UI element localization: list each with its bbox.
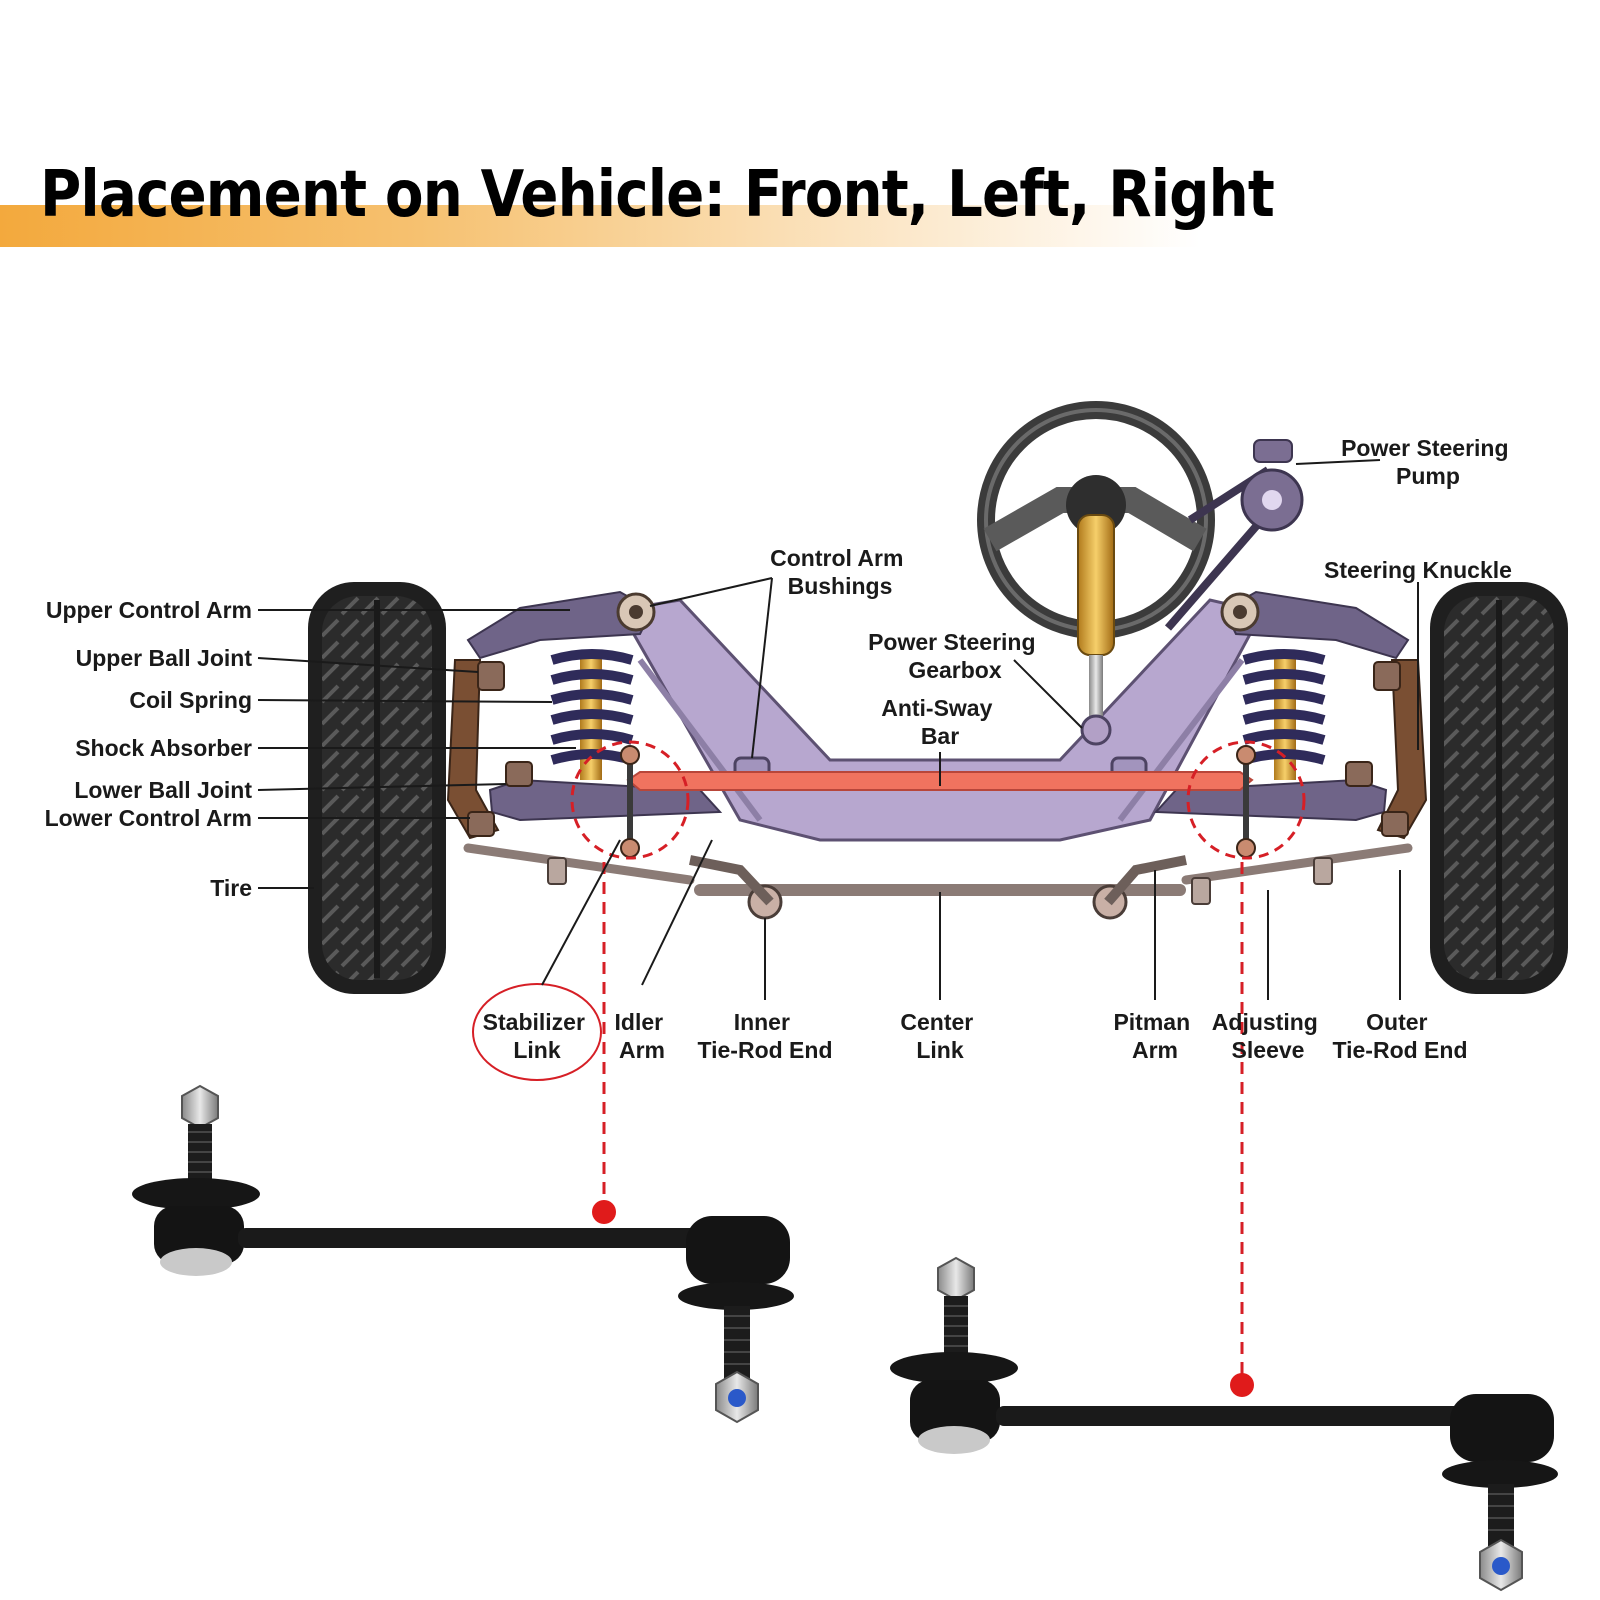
- stabilizer-link-left-on-car: [620, 745, 640, 858]
- connector-left-dot: [592, 1200, 616, 1224]
- label-upper-ball-joint: Upper Ball Joint: [76, 645, 253, 671]
- right-tire: [1430, 582, 1568, 994]
- highlight-left-link: [570, 740, 690, 860]
- label-steering-knuckle: Steering Knuckle: [1324, 557, 1512, 583]
- steering-linkage: [463, 843, 1413, 920]
- product-stabilizer-link-left: [132, 1084, 794, 1424]
- part-labels: Upper Control Arm Upper Ball Joint Coil …: [45, 435, 1515, 1063]
- label-stabilizer-link: Stabilizer Link: [483, 1009, 592, 1063]
- label-outer-tie-rod-end: Outer Tie-Rod End: [1332, 1009, 1467, 1063]
- connector-right-dot: [1230, 1373, 1254, 1397]
- label-upper-control-arm: Upper Control Arm: [46, 597, 252, 623]
- label-shock-absorber: Shock Absorber: [75, 735, 252, 761]
- label-control-arm-bushings: Control Arm Bushings: [770, 545, 910, 599]
- label-lower-control-arm: Lower Control Arm: [45, 805, 252, 831]
- title-highlight-band: [0, 205, 1200, 247]
- ball-joints: [467, 661, 1409, 837]
- label-pitman-arm: Pitman Arm: [1113, 1009, 1196, 1063]
- left-coil-spring: [550, 649, 634, 780]
- label-power-steering-pump: Power Steering Pump: [1341, 435, 1515, 489]
- power-steering-pump: [1164, 439, 1304, 631]
- frame-brace-left: [637, 658, 763, 822]
- label-adjusting-sleeve: Adjusting Sleeve: [1212, 1009, 1324, 1063]
- label-idler-arm: Idler Arm: [615, 1009, 670, 1063]
- leader-lines: [257, 459, 1419, 1000]
- product-stabilizer-link-right: [890, 1256, 1558, 1592]
- stabilizer-link-label-circle: [472, 983, 602, 1081]
- highlight-right-link: [1186, 740, 1306, 860]
- label-coil-spring: Coil Spring: [129, 687, 252, 713]
- label-inner-tie-rod-end: Inner Tie-Rod End: [697, 1009, 832, 1063]
- label-center-link: Center Link: [900, 1009, 979, 1063]
- stabilizer-link-right-on-car: [1236, 745, 1256, 858]
- right-coil-spring: [1242, 649, 1326, 780]
- steering-column: [1077, 514, 1115, 746]
- label-lower-ball-joint: Lower Ball Joint: [74, 777, 252, 803]
- frame-brace-right: [1117, 658, 1245, 822]
- label-tire: Tire: [210, 875, 252, 901]
- label-anti-sway-bar: Anti-Sway Bar: [881, 695, 999, 749]
- label-power-steering-gearbox: Power Steering Gearbox: [868, 629, 1042, 683]
- page-title: Placement on Vehicle: Front, Left, Right: [40, 158, 1275, 232]
